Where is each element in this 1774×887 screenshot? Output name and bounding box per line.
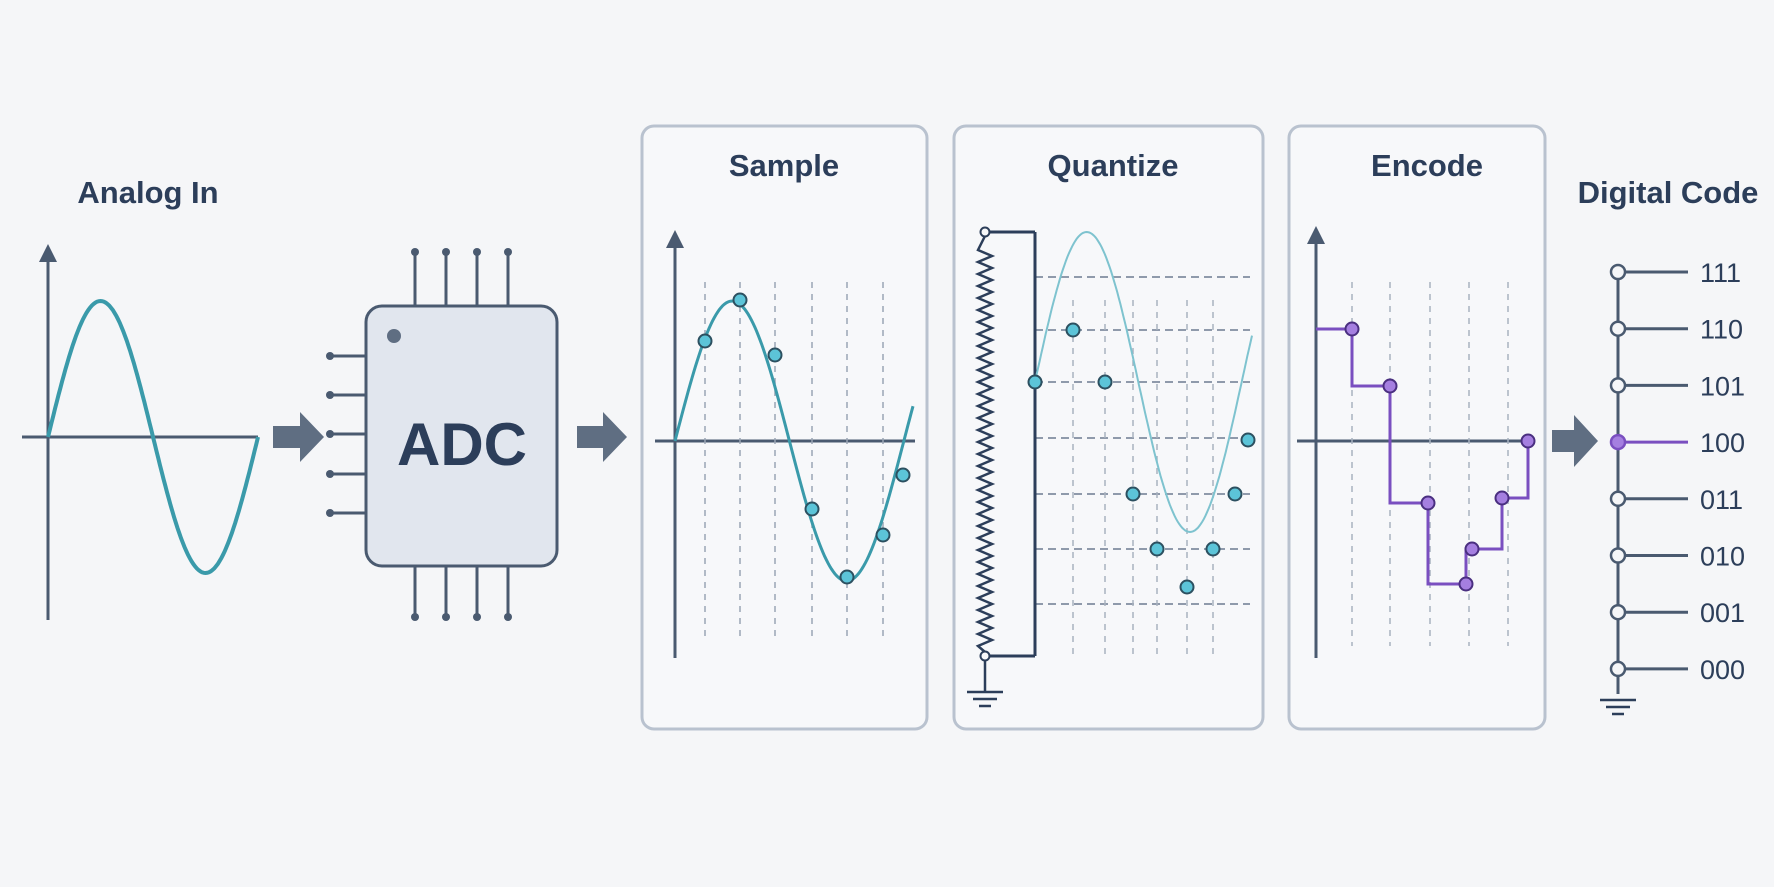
code-row-001: 001 xyxy=(1609,598,1745,628)
analog-y-axis-arrow-icon xyxy=(39,244,57,262)
encoded-point xyxy=(1494,490,1510,506)
encoded-point xyxy=(1464,541,1480,557)
quantized-point xyxy=(1240,432,1256,448)
flow-arrow-3-icon xyxy=(1552,415,1598,467)
flow-arrow-2-icon xyxy=(577,412,627,462)
encoded-point xyxy=(1344,321,1360,337)
resistor-ladder-icon xyxy=(974,235,996,653)
code-row-label: 110 xyxy=(1700,315,1743,345)
code-row-node xyxy=(1609,320,1627,337)
code-row-label: 001 xyxy=(1700,598,1745,628)
code-row-node xyxy=(1609,263,1627,281)
code-row-node xyxy=(1609,603,1627,621)
adc-pin1-marker xyxy=(387,329,401,343)
sample-grid xyxy=(704,282,884,642)
encode-y-axis-arrow-icon xyxy=(1307,226,1325,244)
code-ground-icon xyxy=(1600,698,1636,716)
quantized-point xyxy=(1097,374,1113,390)
quantize-panel-frame xyxy=(952,124,1265,731)
quantize-level-lines xyxy=(1035,276,1250,605)
quantized-point xyxy=(1027,374,1043,390)
analog-sine-wave xyxy=(46,298,260,576)
quantize-panel: Quantize xyxy=(952,124,1265,731)
encoded-point xyxy=(1382,378,1398,394)
code-row-111: 111 xyxy=(1609,258,1741,288)
quantize-ground-icon xyxy=(967,660,1003,708)
code-row-000: 000 xyxy=(1609,655,1745,685)
code-row-101: 101 xyxy=(1609,371,1745,401)
sample-point xyxy=(839,569,855,585)
quantized-point xyxy=(1149,541,1165,557)
sample-sine-wave xyxy=(673,299,915,583)
code-row-label: 010 xyxy=(1700,542,1745,572)
code-row-node xyxy=(1609,433,1627,451)
quantized-points xyxy=(1027,322,1256,595)
encode-panel: Encode xyxy=(1287,124,1547,731)
adc-label: ADC xyxy=(397,411,527,478)
adc-chip: ADC xyxy=(326,248,559,621)
sample-y-axis-arrow-icon xyxy=(666,230,684,248)
code-row-node xyxy=(1609,547,1627,564)
code-row-node xyxy=(1609,490,1627,508)
sample-point xyxy=(697,333,713,349)
flow-arrow-1-icon xyxy=(273,412,324,462)
code-row-label: 000 xyxy=(1700,655,1745,685)
sample-point xyxy=(804,501,820,517)
sample-point xyxy=(732,292,748,308)
sample-point xyxy=(767,347,783,363)
analog-input-graph xyxy=(22,244,260,620)
analog-in-label: Analog In xyxy=(77,175,218,210)
sample-points xyxy=(697,292,911,585)
adc-bottom-pins xyxy=(413,566,510,617)
sample-panel: Sample xyxy=(640,124,929,731)
quantized-point xyxy=(1065,322,1081,338)
sample-point xyxy=(875,527,891,543)
quantize-label: Quantize xyxy=(1048,148,1179,183)
code-row-010: 010 xyxy=(1609,542,1745,572)
quantized-point xyxy=(1125,486,1141,502)
code-row-110: 110 xyxy=(1609,315,1743,345)
digital-code-label: Digital Code xyxy=(1578,175,1759,210)
code-row-label: 101 xyxy=(1700,371,1745,401)
quantized-point xyxy=(1227,486,1243,502)
encoded-point xyxy=(1520,433,1536,449)
encode-label: Encode xyxy=(1371,148,1483,183)
code-row-label: 111 xyxy=(1700,258,1741,288)
quantized-point xyxy=(1205,541,1221,557)
code-row-100: 100 xyxy=(1609,428,1745,458)
adc-chip-body xyxy=(364,304,559,568)
adc-left-pins xyxy=(330,354,366,515)
encode-panel-frame xyxy=(1287,124,1547,731)
quantized-point xyxy=(1179,579,1195,595)
code-row-node xyxy=(1609,660,1627,678)
code-row-label: 011 xyxy=(1700,485,1743,515)
quantize-sine-wave xyxy=(1034,230,1253,534)
code-row-011: 011 xyxy=(1609,485,1743,515)
encoded-points xyxy=(1344,321,1536,592)
encoded-point xyxy=(1420,495,1436,511)
digital-code-ladder: 111 110 101 100 011 010 001 000 xyxy=(1600,258,1745,716)
sample-label: Sample xyxy=(729,148,839,183)
code-row-node xyxy=(1609,377,1627,394)
code-row-label: 100 xyxy=(1700,428,1745,458)
encoded-point xyxy=(1458,576,1474,592)
adc-top-pins xyxy=(413,252,510,306)
sample-point xyxy=(895,467,911,483)
